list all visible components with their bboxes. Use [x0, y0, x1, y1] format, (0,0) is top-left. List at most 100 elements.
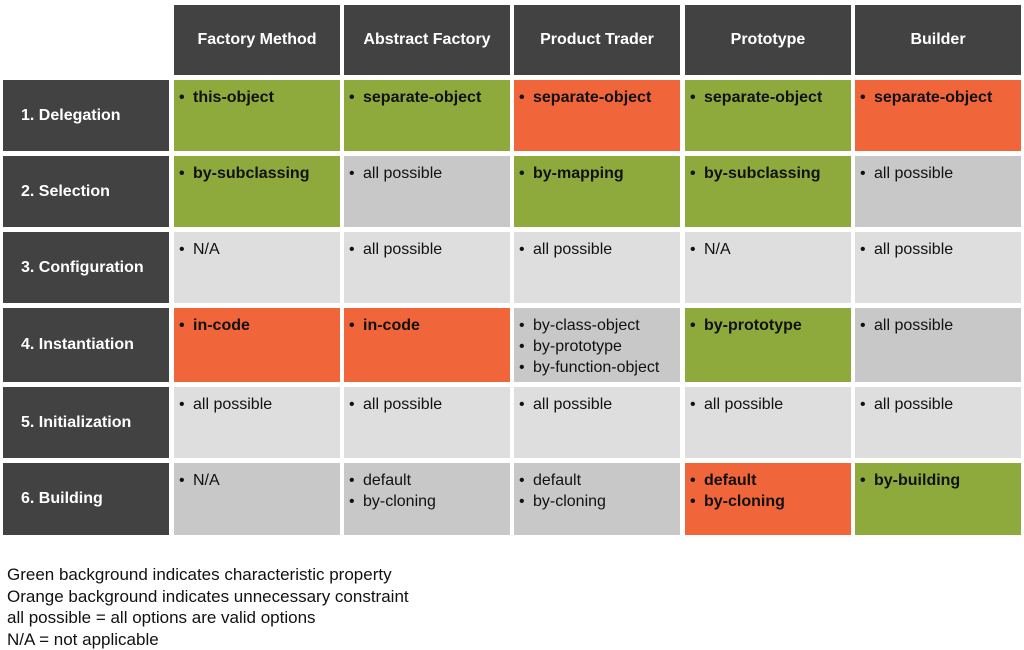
- table-cell: • all possible: [855, 308, 1021, 382]
- cell-item: • separate-object: [349, 87, 510, 108]
- cell-item-text: separate-object: [704, 89, 823, 106]
- bullet-icon: •: [349, 472, 355, 489]
- bullet-icon: •: [519, 493, 525, 510]
- cell-item: • by-subclassing: [690, 163, 851, 184]
- bullet-icon: •: [349, 241, 355, 258]
- cell-item-text: by-building: [874, 472, 961, 489]
- bullet-icon: •: [860, 89, 866, 106]
- cell-item-text: default: [533, 472, 582, 489]
- bullet-icon: •: [519, 359, 525, 376]
- row-header-label: 3. Configuration: [21, 258, 144, 276]
- cell-item: •all possible: [860, 239, 1021, 260]
- bullet-icon: •: [179, 396, 185, 413]
- table-cell: •all possible: [855, 232, 1021, 303]
- table-cell: •all possible: [685, 387, 851, 458]
- cell-item-text: default: [704, 472, 757, 489]
- bullet-icon: •: [519, 472, 525, 489]
- cell-item: •by-prototype: [690, 315, 851, 336]
- cell-item: •separate-object: [690, 87, 851, 108]
- cell-item-text: all possible: [533, 396, 613, 413]
- bullet-icon: •: [179, 472, 185, 489]
- cell-item: •all possible: [690, 394, 851, 415]
- bullet-icon: •: [179, 241, 185, 258]
- cell-item: •all possible: [179, 394, 340, 415]
- row-header-3: 3. Configuration: [3, 232, 169, 303]
- table-cell: •all possible: [344, 156, 510, 227]
- cell-item: •separate-object: [519, 87, 680, 108]
- cell-item-text: N/A: [193, 472, 220, 489]
- row-header-label: 1. Delegation: [21, 106, 121, 124]
- row-header-2: 2. Selection: [3, 156, 169, 227]
- cell-item: • all possible: [349, 239, 510, 260]
- table-cell: • N/A: [174, 232, 340, 303]
- cell-item: •by-function-object: [519, 357, 680, 378]
- bullet-icon: •: [519, 241, 525, 258]
- cell-item: •all possible: [349, 163, 510, 184]
- cell-item: •by-cloning: [349, 491, 510, 512]
- cell-item: • default: [519, 470, 680, 491]
- cell-item-text: separate-object: [363, 89, 482, 106]
- cell-item: • all possible: [519, 394, 680, 415]
- bullet-icon: •: [860, 396, 866, 413]
- cell-item-text: by-prototype: [533, 338, 622, 355]
- column-header-label: Prototype: [730, 31, 806, 48]
- cell-item-text: N/A: [193, 241, 220, 258]
- bullet-icon: •: [690, 241, 696, 258]
- row-header-label: 4. Instantiation: [21, 336, 134, 353]
- cell-item: • by-prototype: [519, 336, 680, 357]
- cell-item-text: in-code: [363, 317, 420, 334]
- table-cell: • N/A: [685, 232, 851, 303]
- cell-item-text: in-code: [193, 317, 250, 334]
- cell-item-text: by-subclassing: [704, 165, 821, 182]
- column-header-label: Factory Method: [197, 31, 317, 48]
- table-cell: •all possible: [855, 387, 1021, 458]
- bullet-icon: •: [179, 165, 185, 182]
- bullet-icon: •: [519, 165, 525, 182]
- bullet-icon: •: [519, 317, 525, 334]
- bullet-icon: •: [860, 241, 866, 258]
- bullet-icon: •: [690, 472, 696, 489]
- bullet-icon: •: [349, 317, 355, 334]
- legend: Green background indicates characteristi…: [7, 564, 409, 650]
- bullet-icon: •: [690, 317, 696, 334]
- cell-item: •all possible: [860, 394, 1021, 415]
- table-cell: •default•by-cloning: [685, 463, 851, 535]
- cell-item-text: N/A: [704, 241, 731, 258]
- cell-item-text: default: [363, 472, 412, 489]
- bullet-icon: •: [690, 165, 696, 182]
- row-header-6: 6. Building: [3, 463, 169, 535]
- table-cell: • all possible: [344, 232, 510, 303]
- bullet-icon: •: [519, 338, 525, 355]
- column-header-label: Builder: [910, 31, 966, 48]
- cell-item: • default: [690, 470, 851, 491]
- bullet-icon: •: [860, 317, 866, 334]
- table-cell: •all possible: [174, 387, 340, 458]
- bullet-icon: •: [519, 396, 525, 413]
- table-cell: • N/A: [174, 463, 340, 535]
- cell-item: •all possible: [860, 163, 1021, 184]
- column-header-factory-method: Factory Method: [174, 5, 340, 75]
- row-header-1: 1. Delegation: [3, 80, 169, 151]
- cell-item-text: all possible: [363, 165, 443, 182]
- cell-item: • default: [349, 470, 510, 491]
- cell-item: • by-class-object: [519, 315, 680, 336]
- cell-item: • all possible: [860, 315, 1021, 336]
- cell-item-text: all possible: [874, 165, 954, 182]
- table-cell: •by-prototype: [685, 308, 851, 382]
- cell-item-text: all possible: [363, 241, 443, 258]
- cell-item-text: all possible: [363, 396, 443, 413]
- bullet-icon: •: [349, 89, 355, 106]
- table-cell: • in-code: [344, 308, 510, 382]
- column-header-product-trader: Product Trader: [514, 5, 680, 75]
- cell-item-text: separate-object: [533, 89, 652, 106]
- cell-item-text: by-class-object: [533, 317, 640, 334]
- cell-item: • N/A: [179, 470, 340, 491]
- cell-item: • by-subclassing: [179, 163, 340, 184]
- cell-item: • N/A: [179, 239, 340, 260]
- bullet-icon: •: [860, 472, 866, 489]
- cell-item-text: all possible: [874, 317, 954, 334]
- table-cell: • by-subclassing: [685, 156, 851, 227]
- table-cell: • default •by-cloning: [514, 463, 680, 535]
- cell-item: •by-cloning: [519, 491, 680, 512]
- cell-item-text: by-subclassing: [193, 165, 310, 182]
